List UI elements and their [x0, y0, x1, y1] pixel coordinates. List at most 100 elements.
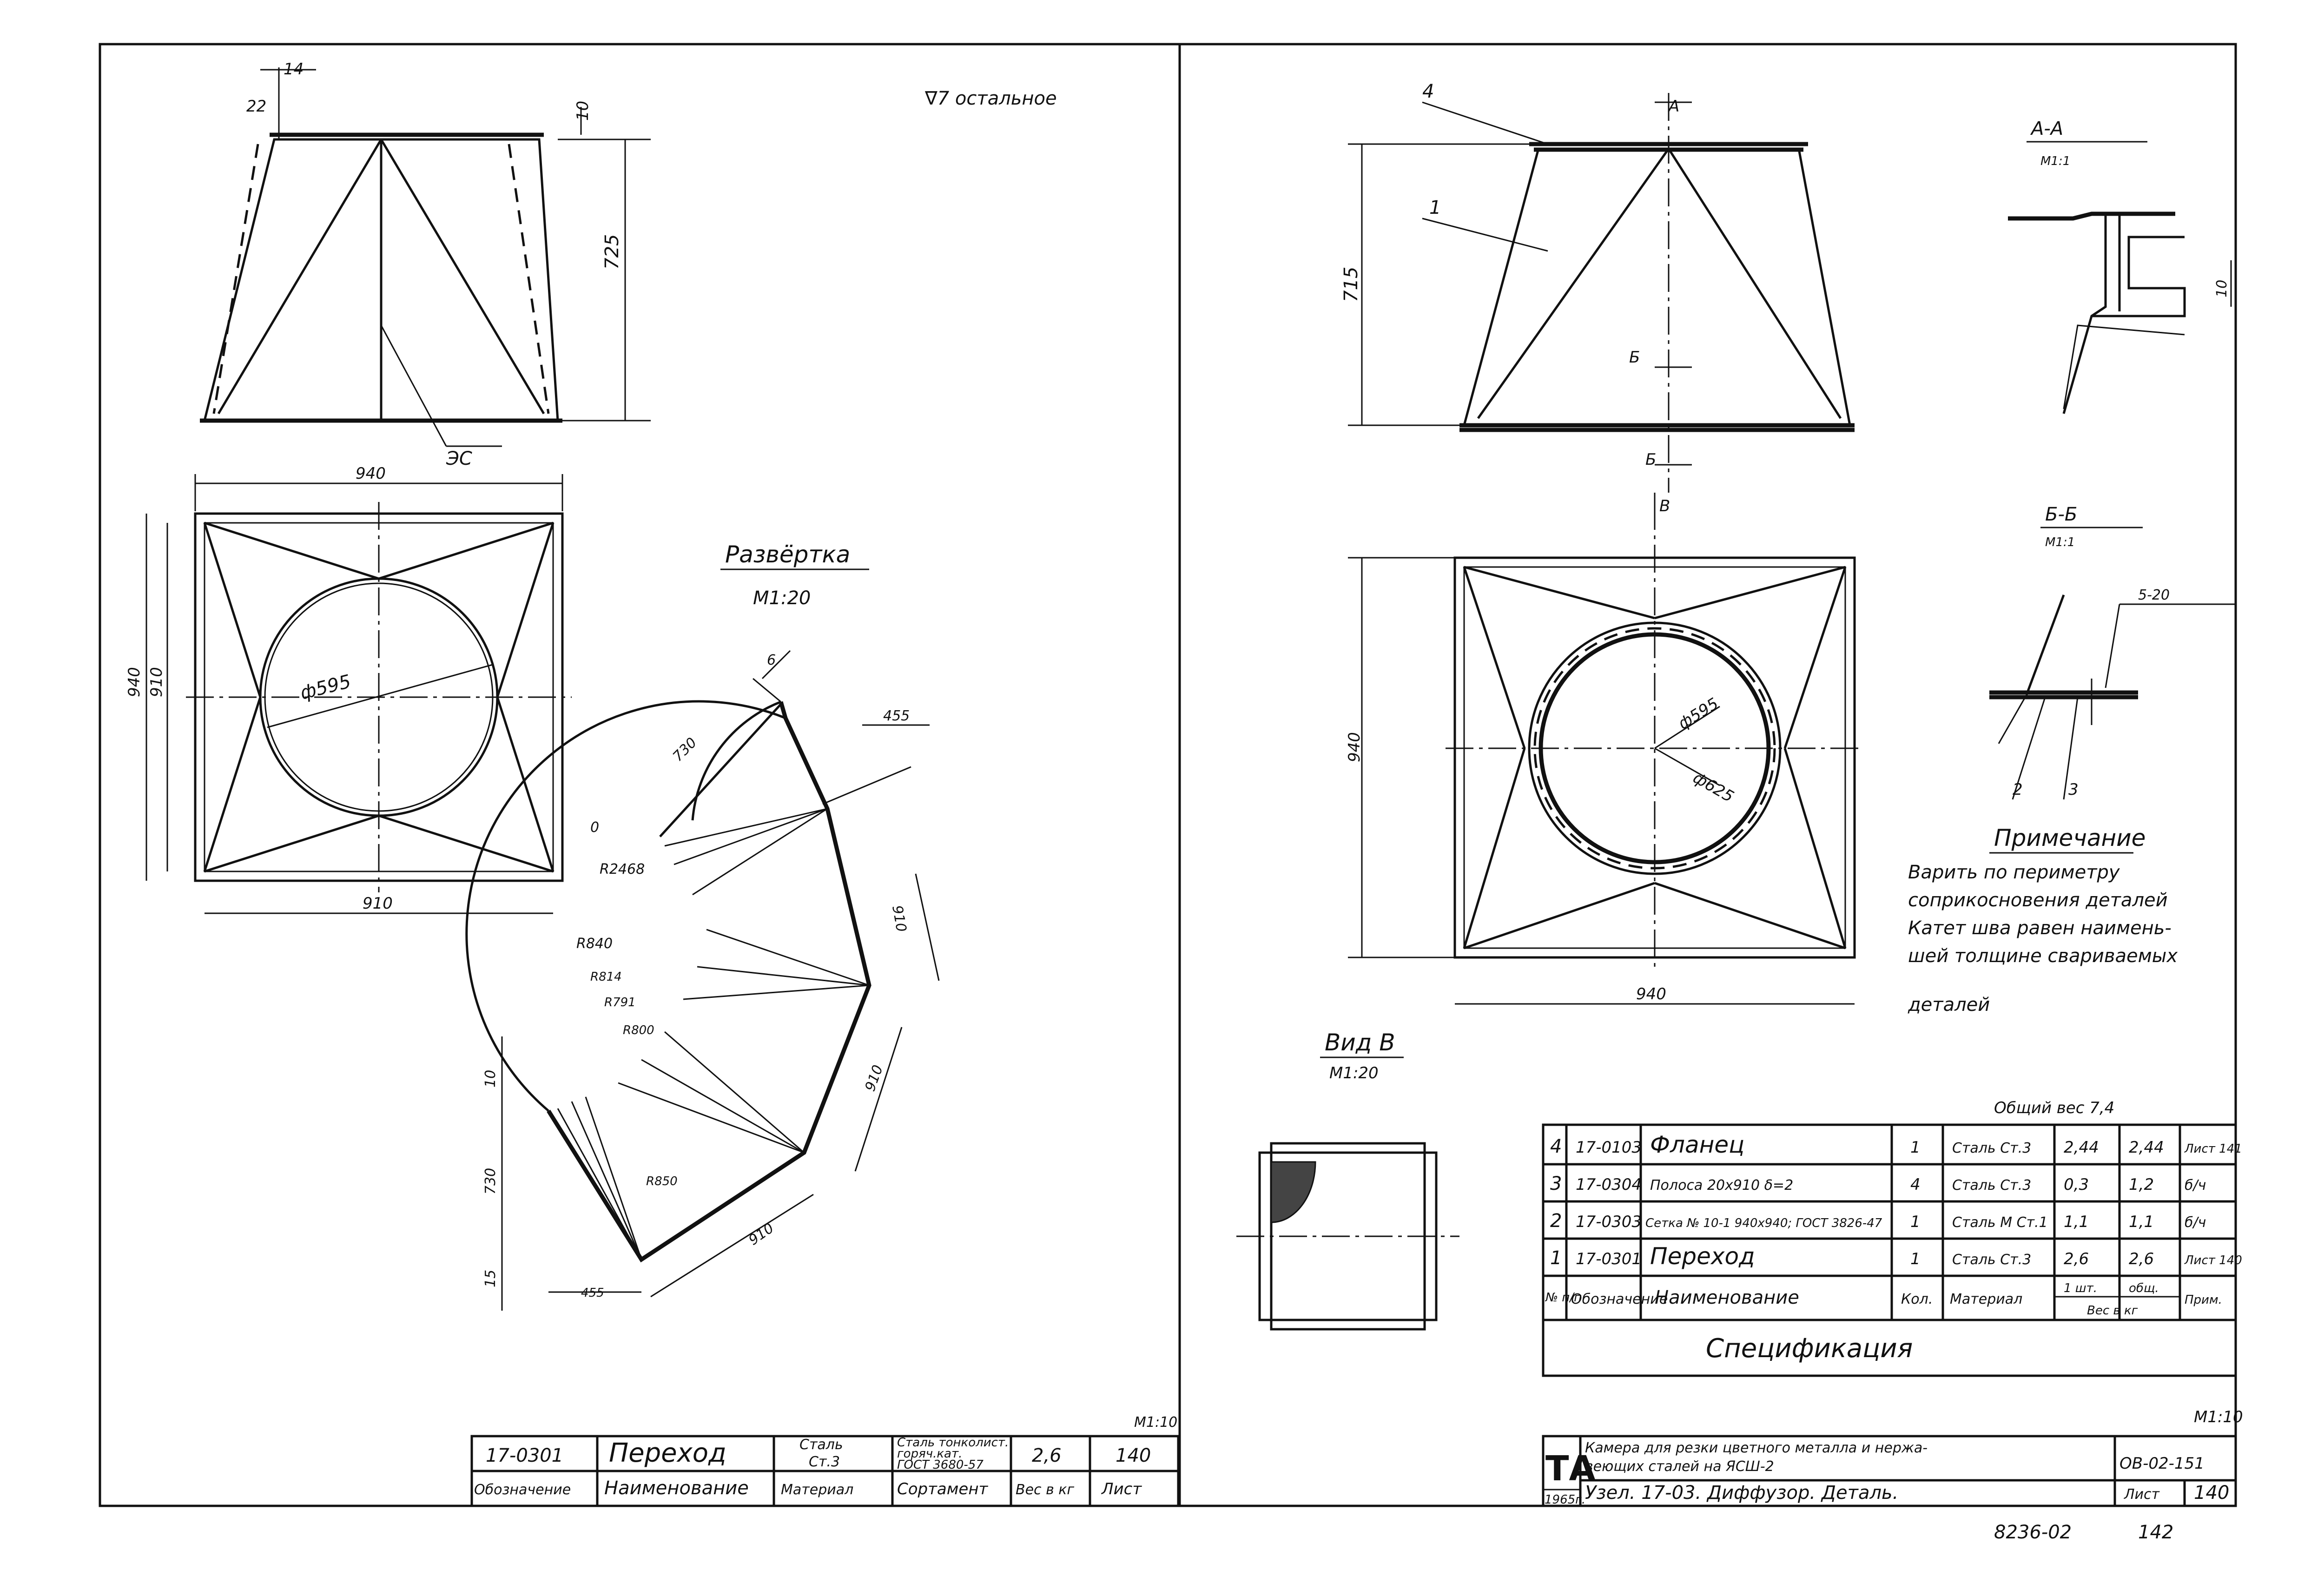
svg-text:2,6: 2,6 — [2129, 1250, 2154, 1268]
svg-text:Вес в кг: Вес в кг — [2087, 1304, 2138, 1318]
weld-label: ЭС — [446, 448, 472, 469]
svg-text:Наименование: Наименование — [1655, 1287, 1799, 1308]
svg-text:Кол.: Кол. — [1901, 1291, 1933, 1307]
development-view: Развёртка М1:20 6 730 — [465, 541, 940, 1311]
svg-text:Материал: Материал — [781, 1482, 853, 1498]
note-title: Примечание — [1994, 825, 2146, 851]
svg-text:ОВ-02-151: ОВ-02-151 — [2119, 1454, 2205, 1473]
svg-text:6: 6 — [767, 652, 776, 668]
svg-text:2,44: 2,44 — [2129, 1138, 2164, 1157]
svg-text:№ п/п: № п/п — [1545, 1291, 1582, 1305]
svg-text:Б: Б — [1645, 450, 1656, 469]
svg-text:730: 730 — [670, 734, 700, 765]
svg-text:R850: R850 — [646, 1174, 678, 1188]
svg-text:3: 3 — [2068, 780, 2079, 799]
svg-text:Камера для резки цветного мета: Камера для резки цветного металла и нерж… — [1585, 1440, 1928, 1456]
svg-text:Лист: Лист — [1101, 1480, 1142, 1498]
svg-text:R800: R800 — [623, 1023, 654, 1037]
svg-text:17-0103: 17-0103 — [1576, 1138, 1642, 1157]
svg-text:10: 10 — [482, 1070, 499, 1088]
svg-text:шей толщине свариваемых: шей толщине свариваемых — [1908, 945, 2178, 967]
svg-text:725: 725 — [601, 234, 623, 270]
svg-text:15: 15 — [482, 1270, 499, 1287]
svg-text:1 шт.: 1 шт. — [2064, 1281, 2097, 1295]
svg-text:2: 2 — [1550, 1210, 1562, 1232]
svg-text:А-А: А-А — [2030, 118, 2063, 139]
svg-text:Варить по периметру: Варить по периметру — [1908, 862, 2120, 883]
svg-text:1,1: 1,1 — [2064, 1213, 2089, 1231]
svg-text:940: 940 — [1636, 985, 1666, 1003]
svg-text:2,44: 2,44 — [2064, 1138, 2099, 1157]
svg-text:Сталь тонколист.: Сталь тонколист. — [897, 1436, 1009, 1450]
svg-text:5-20: 5-20 — [2138, 587, 2170, 603]
svg-text:140: 140 — [2194, 1482, 2229, 1504]
svg-text:Обозначение: Обозначение — [474, 1482, 571, 1498]
svg-text:455: 455 — [581, 1286, 604, 1300]
svg-text:Наименование: Наименование — [604, 1478, 749, 1499]
svg-text:1,2: 1,2 — [2129, 1175, 2154, 1194]
svg-text:4: 4 — [1550, 1136, 1562, 1157]
svg-text:940: 940 — [356, 464, 386, 483]
svg-text:М1:20: М1:20 — [1329, 1064, 1379, 1082]
svg-text:17-0301: 17-0301 — [486, 1445, 563, 1466]
svg-text:730: 730 — [482, 1168, 499, 1194]
svg-text:2: 2 — [2013, 780, 2023, 799]
svg-text:1,1: 1,1 — [2129, 1213, 2154, 1231]
svg-text:соприкосновения деталей: соприкосновения деталей — [1908, 890, 2168, 911]
svg-text:Сортамент: Сортамент — [897, 1480, 989, 1498]
svg-text:М1:10: М1:10 — [1134, 1414, 1177, 1431]
doc-code: 8236-02 — [1994, 1522, 2072, 1543]
left-title-block: М1:10 17-0301 Переход Сталь Ст.3 Сталь т… — [470, 1414, 1180, 1507]
svg-text:10: 10 — [574, 101, 592, 121]
svg-text:деталей: деталей — [1908, 994, 1990, 1016]
svg-text:Лист 140: Лист 140 — [2184, 1253, 2242, 1267]
svg-text:1: 1 — [1910, 1250, 1921, 1268]
svg-text:Вид В: Вид В — [1325, 1029, 1395, 1056]
svg-text:ф625: ф625 — [1690, 768, 1737, 806]
svg-text:1: 1 — [1910, 1213, 1921, 1231]
svg-text:910: 910 — [862, 1063, 886, 1094]
svg-text:ф595: ф595 — [298, 671, 353, 704]
note-block: Примечание Варить по периметру соприкосн… — [1908, 825, 2178, 1016]
view-b: Вид В М1:20 — [1236, 1029, 1459, 1331]
svg-text:1965г.: 1965г. — [1545, 1493, 1585, 1507]
svg-text:Вес в кг: Вес в кг — [1016, 1482, 1074, 1498]
svg-text:Катет шва равен наимень-: Катет шва равен наимень- — [1908, 917, 2172, 939]
org-logo: ТА — [1545, 1449, 1596, 1489]
finish-note: ∇7 остальное — [924, 88, 1057, 109]
right-title-block: М1:10 ТА 1965г. Камера для резки цветног… — [1542, 1408, 2243, 1507]
svg-text:17-0304: 17-0304 — [1576, 1175, 1642, 1194]
development-title: Развёртка — [725, 541, 850, 568]
svg-text:3: 3 — [1550, 1173, 1562, 1194]
svg-text:М1:20: М1:20 — [753, 587, 811, 609]
svg-text:Лист: Лист — [2124, 1486, 2160, 1503]
svg-text:Б: Б — [1629, 348, 1640, 367]
svg-text:М1:1: М1:1 — [2045, 535, 2075, 549]
svg-text:Прим.: Прим. — [2185, 1293, 2222, 1307]
svg-text:Фланец: Фланец — [1650, 1131, 1744, 1158]
svg-text:Сетка № 10-1 940х940; ГОСТ 382: Сетка № 10-1 940х940; ГОСТ 3826-47 — [1645, 1216, 1882, 1230]
svg-text:R791: R791 — [604, 996, 636, 1009]
specification-table: Общий вес 7,4 4 17-0103 Фланец 1 Сталь С… — [1542, 1099, 2242, 1377]
svg-text:б/ч: б/ч — [2185, 1177, 2206, 1194]
right-elevation-view: 715 4 1 А Б Б — [1340, 81, 1855, 493]
svg-text:Переход: Переход — [609, 1438, 726, 1468]
svg-text:ф595: ф595 — [1675, 694, 1722, 733]
svg-text:10: 10 — [2214, 280, 2230, 297]
spec-title: Спецификация — [1706, 1333, 1913, 1364]
svg-text:940: 940 — [1345, 732, 1364, 762]
svg-text:б/ч: б/ч — [2185, 1214, 2206, 1231]
right-plan-view: 940 940 ф595 ф625 В — [1345, 493, 1864, 1005]
svg-text:910: 910 — [746, 1220, 777, 1249]
svg-text:Сталь М Ст.1: Сталь М Ст.1 — [1952, 1214, 2048, 1231]
svg-text:17-0303: 17-0303 — [1576, 1213, 1642, 1231]
svg-text:2,6: 2,6 — [1032, 1445, 1062, 1466]
svg-text:Общий вес 7,4: Общий вес 7,4 — [1994, 1099, 2114, 1117]
svg-text:Сталь: Сталь — [799, 1437, 843, 1453]
svg-text:910: 910 — [147, 667, 166, 697]
svg-text:R840: R840 — [576, 936, 613, 952]
svg-text:В: В — [1659, 497, 1670, 515]
svg-text:R814: R814 — [590, 970, 622, 984]
svg-text:0: 0 — [590, 819, 599, 836]
